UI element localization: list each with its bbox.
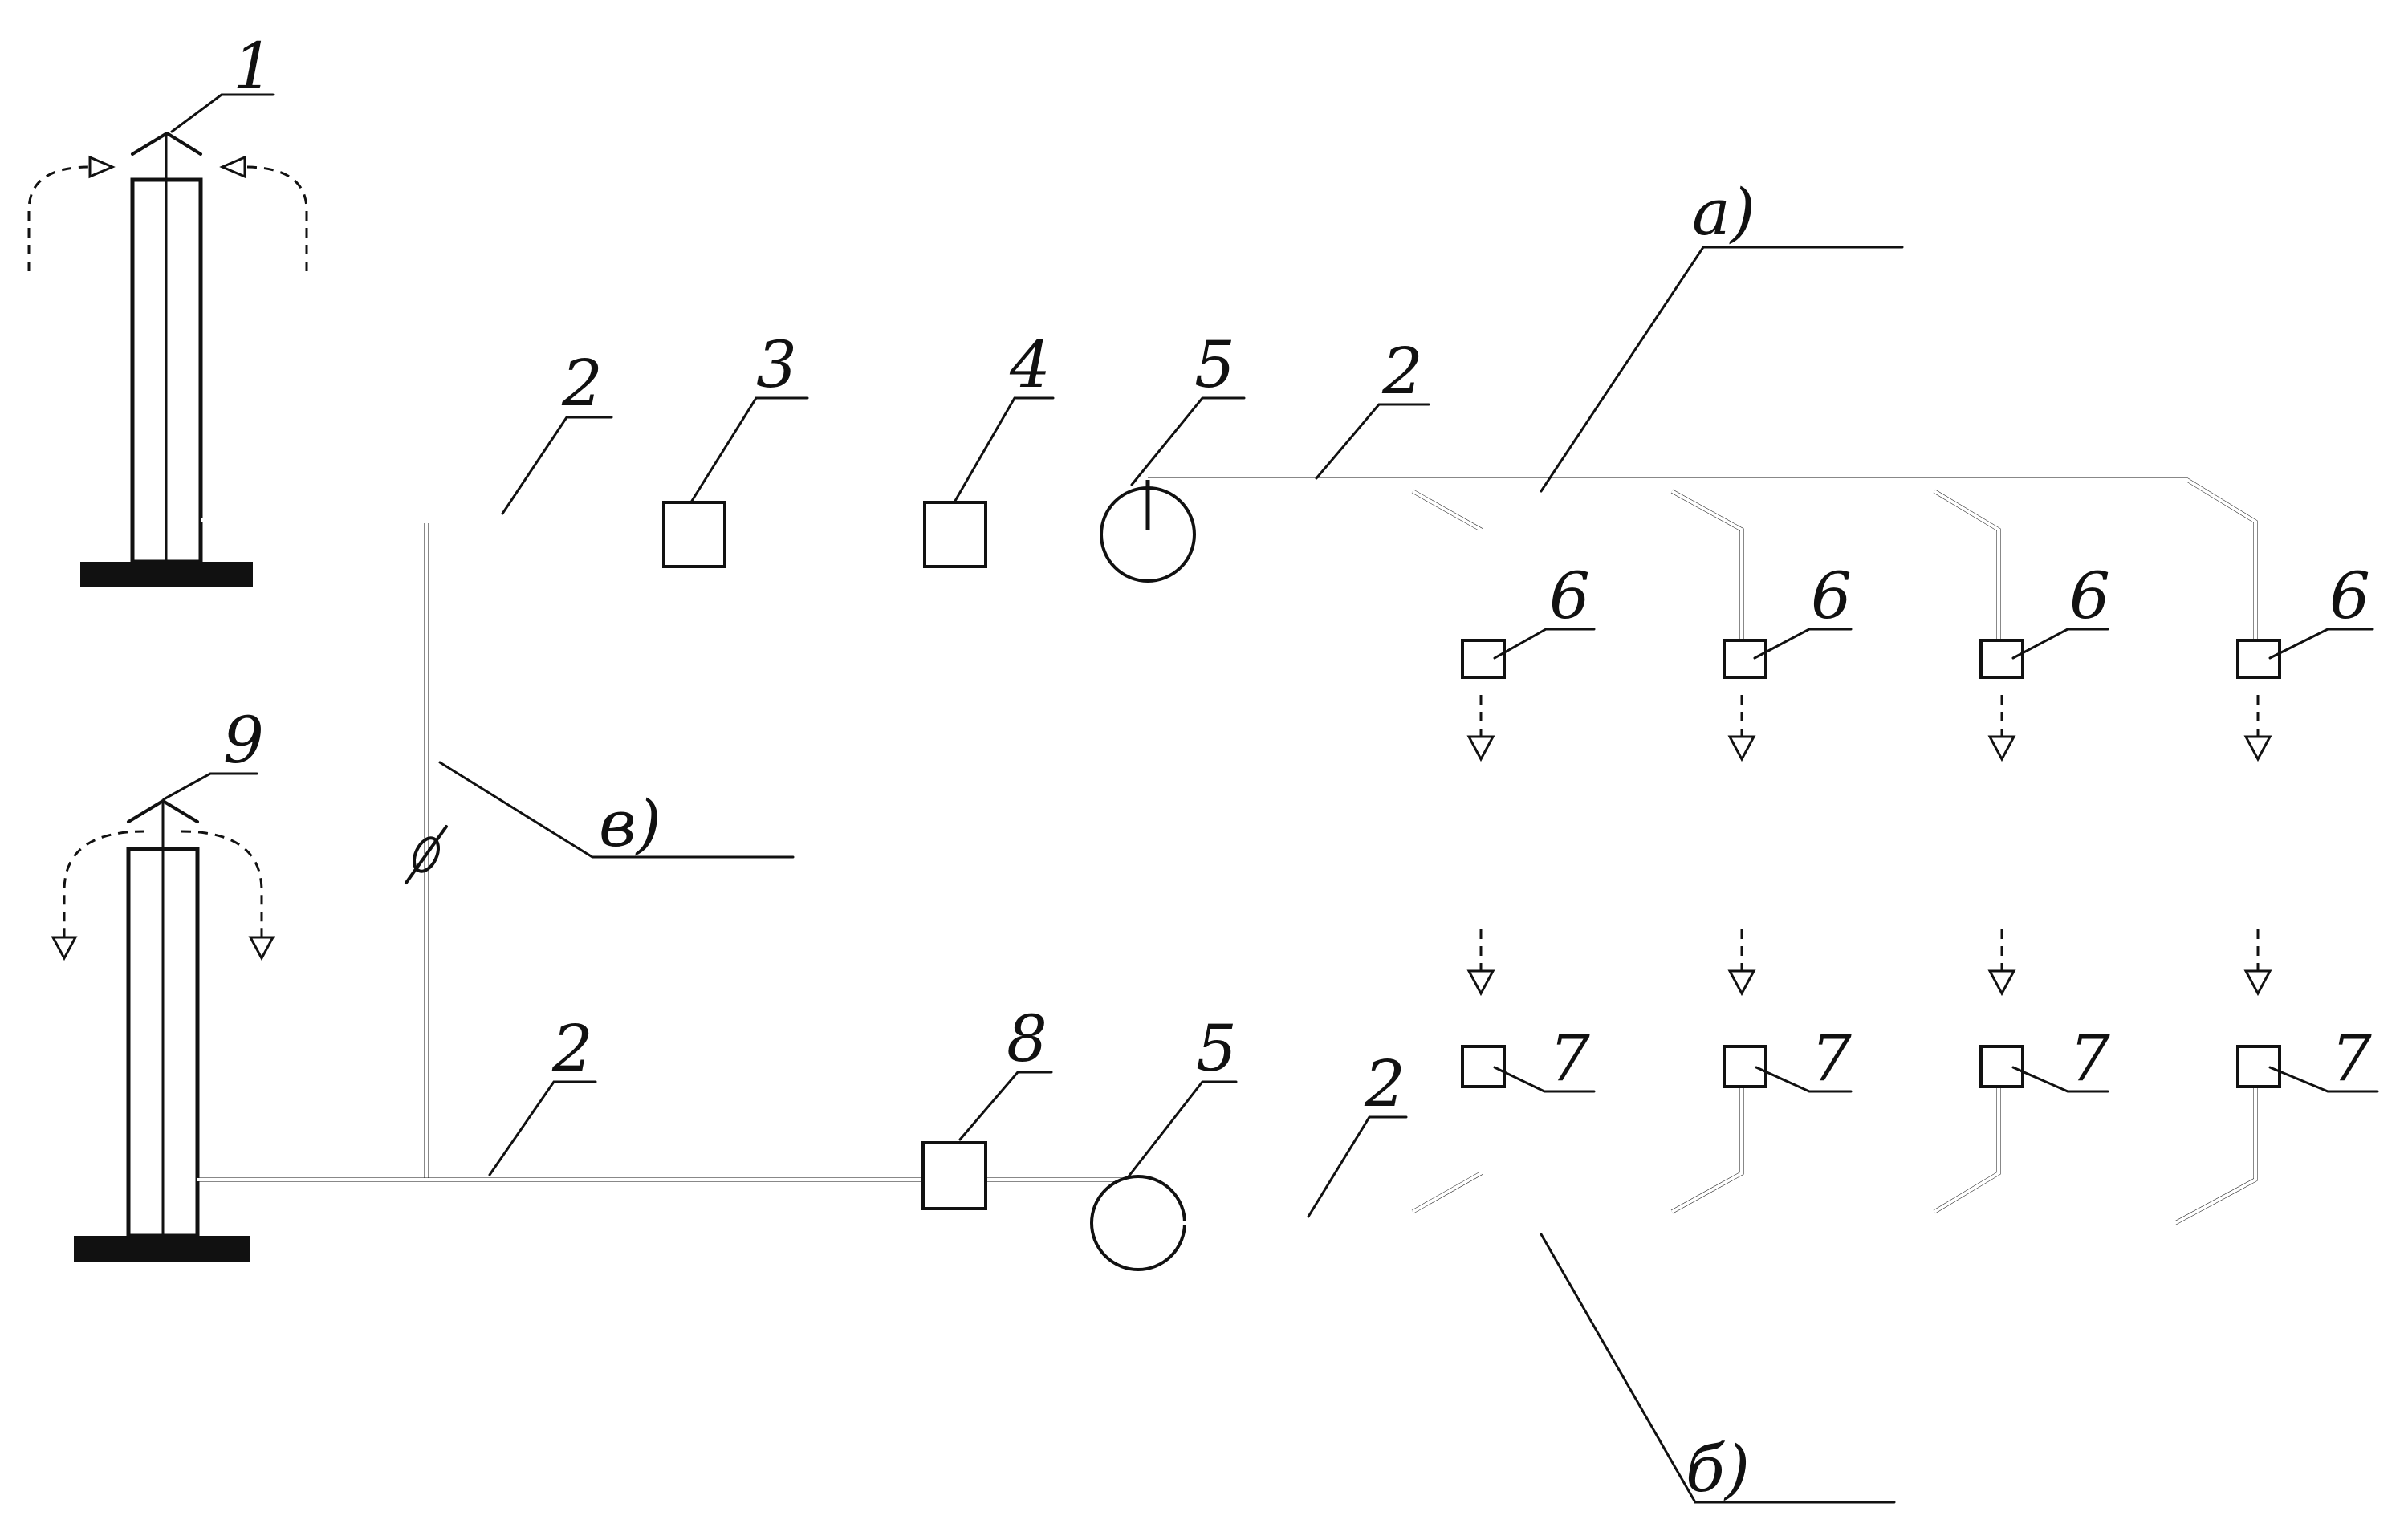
label-6-3: 6 [2069, 559, 2110, 633]
label-2-top-right: 2 [1381, 334, 1423, 408]
supply-branch-2 [1670, 489, 1744, 645]
intake-shaft-base [80, 562, 253, 587]
exhaust-arrow-right [248, 936, 275, 961]
supply-outlet-2 [1723, 639, 1767, 679]
label-8: 8 [1007, 1002, 1047, 1076]
label-2-bottom-left: 2 [551, 1011, 593, 1086]
label-branch-a: а) [1692, 175, 1755, 250]
label-9: 9 [223, 703, 264, 778]
label-7-3: 7 [2069, 1021, 2110, 1095]
label-3: 3 [756, 327, 797, 402]
intake-arrow-left [88, 155, 116, 179]
label-6-1: 6 [1549, 559, 1590, 633]
unit-4-box [923, 501, 987, 568]
leader-lines [162, 93, 2379, 1504]
exhaust-shaft-base [74, 1236, 250, 1262]
label-2-bottom-right: 2 [1364, 1046, 1405, 1121]
supply-outlet-1 [1461, 639, 1506, 679]
supply-outlet-4 [2236, 639, 2281, 679]
label-4: 4 [1009, 327, 1051, 402]
exhaust-airflow-arrows [1466, 929, 2272, 997]
exhaust-inlet-2 [1723, 1045, 1767, 1088]
exhaust-manifold [1138, 1082, 2258, 1225]
exhaust-inlet-4 [2236, 1045, 2281, 1088]
label-5-top: 5 [1194, 327, 1235, 402]
label-5-bottom: 5 [1196, 1011, 1237, 1086]
label-7-2: 7 [1811, 1021, 1852, 1095]
bypass-damper-blade [405, 825, 448, 884]
unit-3-box [662, 501, 726, 568]
unit-8-box [921, 1141, 987, 1210]
exhaust-airflow-right [181, 830, 263, 937]
label-6-2: 6 [1811, 559, 1852, 633]
label-1: 1 [233, 29, 274, 104]
intake-shaft [27, 132, 308, 587]
exhaust-inlet-1 [1461, 1045, 1506, 1088]
supply-duct [201, 477, 2281, 762]
label-7-1: 7 [1549, 1021, 1590, 1095]
label-2-top-left: 2 [561, 346, 603, 421]
labels: 1 2 3 4 5 2 а) 6 6 6 6 9 в) 2 8 5 2 7 7 … [223, 29, 2372, 1506]
supply-branch-3 [1933, 489, 2001, 645]
supply-airflow-arrows [1466, 695, 2272, 762]
intake-airflow-right [244, 165, 308, 271]
intake-arrow-right [219, 155, 246, 179]
label-branch-v: в) [599, 786, 661, 861]
exhaust-airflow-left [63, 830, 145, 937]
supply-branch-1 [1411, 489, 1483, 645]
label-6-4: 6 [2329, 559, 2370, 633]
bypass-duct [405, 523, 448, 1178]
label-branch-b: б) [1686, 1432, 1750, 1506]
label-7-4: 7 [2331, 1021, 2372, 1095]
exhaust-inlet-3 [1979, 1045, 2024, 1088]
supply-outlet-3 [1979, 639, 2024, 679]
exhaust-duct [197, 929, 2281, 1271]
exhaust-shaft [51, 799, 275, 1262]
bypass-damper [412, 836, 441, 873]
intake-airflow-left [27, 165, 91, 271]
exhaust-arrow-left [51, 936, 78, 961]
